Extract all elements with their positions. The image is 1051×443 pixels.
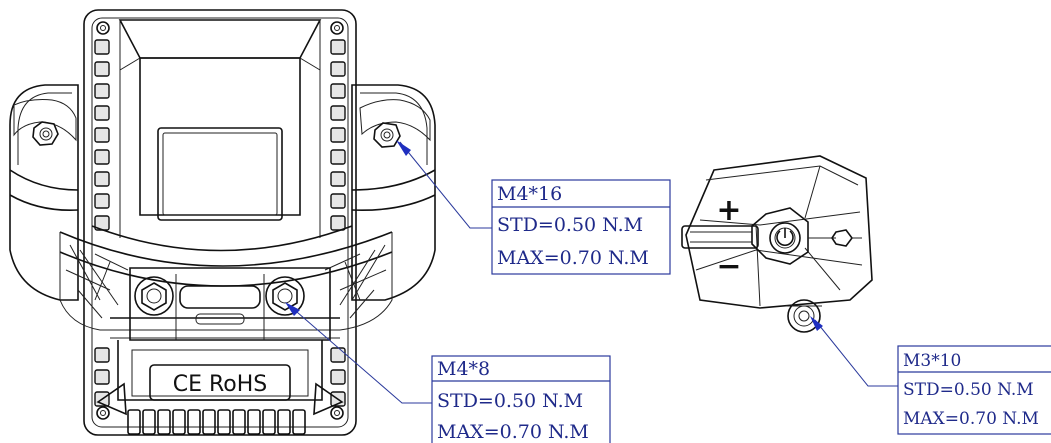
fin (330, 149, 346, 165)
fin (94, 105, 110, 121)
fin (94, 127, 110, 143)
fin (330, 215, 346, 231)
fin (94, 83, 110, 99)
callout-m4x16-max: MAX=0.70 N.M (497, 247, 649, 269)
callout-m4x8-std: STD=0.50 N.M (437, 390, 583, 412)
fin (330, 39, 346, 55)
right-clamp-ear (351, 84, 436, 301)
callout-m3x10-std: STD=0.50 N.M (903, 380, 1034, 400)
callout-m4x16-spec: M4*16 (497, 183, 562, 205)
right-bolt (265, 276, 305, 316)
foot (172, 409, 186, 435)
foot (247, 409, 261, 435)
right-nut (373, 122, 401, 148)
fin (94, 193, 110, 209)
foot (187, 409, 201, 435)
controller-drawing: + − (681, 155, 873, 333)
fin (94, 61, 110, 77)
fin (330, 193, 346, 209)
fin (330, 171, 346, 187)
power-button (751, 207, 809, 265)
callout-m3x10-spec: M3*10 (903, 351, 961, 371)
foot (202, 409, 216, 435)
fin (330, 105, 346, 121)
housing-body (83, 9, 357, 436)
side-knob (808, 229, 862, 247)
left-clamp-ear (9, 84, 79, 301)
foot (262, 409, 276, 435)
fin (94, 39, 110, 55)
fin (330, 127, 346, 143)
foot (157, 409, 171, 435)
fin (94, 347, 110, 363)
leader-m4x8 (285, 302, 432, 404)
callout-m4x8-spec: M4*8 (437, 358, 490, 380)
callout-m4x16: M4*16 STD=0.50 N.M MAX=0.70 N.M (491, 179, 671, 275)
lower-body: CE RoHS (96, 340, 344, 435)
callout-m4x8: M4*8 STD=0.50 N.M MAX=0.70 N.M (431, 355, 611, 443)
fin (94, 149, 110, 165)
fin (330, 369, 346, 385)
left-bolt (134, 276, 174, 316)
fin (330, 347, 346, 363)
fin (94, 171, 110, 187)
foot (217, 409, 231, 435)
fin (330, 83, 346, 99)
minus-symbol: − (716, 249, 741, 284)
callout-m4x8-max: MAX=0.70 N.M (437, 421, 589, 443)
foot (232, 409, 246, 435)
bottom-feet (127, 409, 306, 435)
leader-m3x10 (810, 316, 898, 387)
ce-rohs-marking: CE RoHS (173, 372, 268, 397)
controller-screw (786, 299, 822, 333)
foot (127, 409, 141, 435)
right-fin-column (330, 39, 346, 407)
left-nut (32, 121, 59, 146)
callout-m3x10-max: MAX=0.70 N.M (903, 409, 1039, 429)
plus-symbol: + (716, 193, 741, 228)
fin (330, 61, 346, 77)
leader-m4x16 (396, 140, 492, 229)
mount-assembly-drawing: CE RoHS (9, 9, 436, 436)
fin (94, 369, 110, 385)
foot (142, 409, 156, 435)
callout-m3x10: M3*10 STD=0.50 N.M MAX=0.70 N.M (897, 345, 1051, 435)
foot (277, 409, 291, 435)
callout-m4x16-std: STD=0.50 N.M (497, 214, 643, 236)
saddle-bracket (59, 225, 393, 339)
foot (292, 409, 306, 435)
left-fin-column (94, 39, 110, 407)
